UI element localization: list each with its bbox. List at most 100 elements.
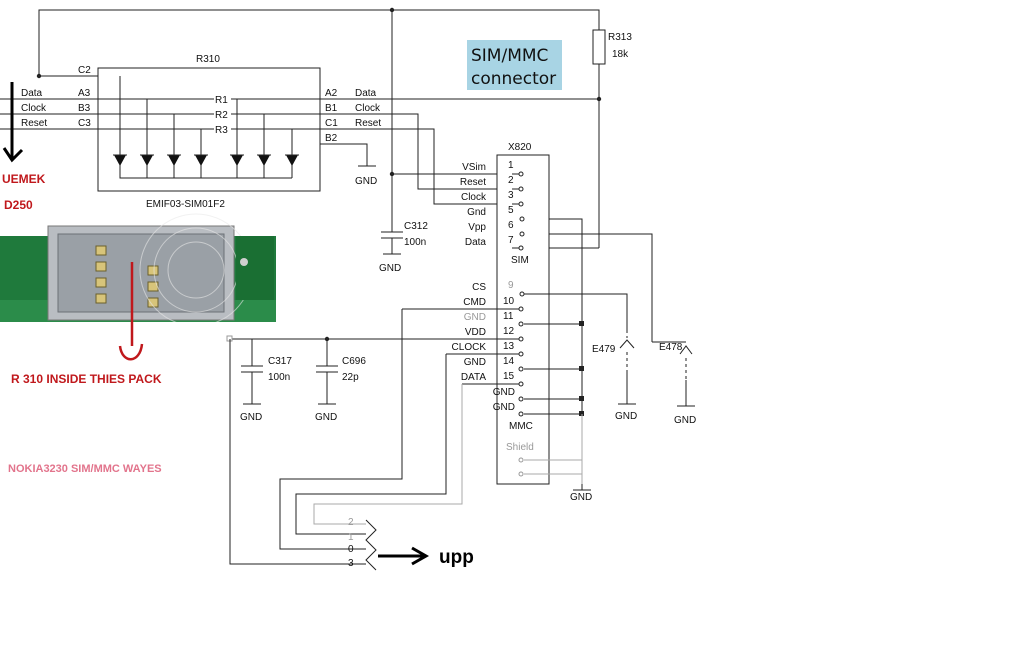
x820-mmc-pin-name: DATA (461, 372, 487, 383)
upp-pin: 3 (348, 558, 354, 569)
r310-pin-b1: B1 (325, 103, 338, 114)
left-signal-data: Data (21, 88, 43, 99)
upp-label: upp (439, 547, 474, 568)
r310-resistor-r1: R1 (215, 95, 228, 106)
right-signal-labels: Data Clock Reset (355, 88, 381, 129)
r313-resistor: R313 18k (592, 29, 632, 65)
x820-sim-pin-name: Data (465, 237, 487, 248)
left-signal-clock: Clock (21, 103, 47, 114)
upp-pin: 2 (348, 517, 354, 528)
x820-sim-pin-name: VSim (462, 162, 486, 173)
left-signal-labels: Data Clock Reset (21, 88, 47, 129)
x820-mmc-pin-name: CMD (463, 297, 486, 308)
e478-label: E478 (659, 342, 683, 353)
x820-sim-pin-name: Reset (460, 177, 486, 188)
r310-pack-arrow (118, 262, 144, 361)
upp-pin: 0 (348, 544, 354, 555)
right-signal-data: Data (355, 88, 377, 99)
x820-mmc-pin-name: VDD (465, 327, 486, 338)
r310-pin-c3: C3 (78, 118, 91, 129)
connector-title-line1: SIM/MMC (471, 46, 548, 66)
x820-sim-pin-num: 5 (508, 205, 514, 216)
x820-mmc-label: MMC (509, 421, 533, 432)
c696-ref: C696 (342, 356, 366, 367)
x820-sim-pin-num: 1 (508, 160, 514, 171)
r313-ref: R313 (608, 32, 632, 43)
r310-pin-a3: A3 (78, 88, 91, 99)
e478-test-point: E478 GND (652, 341, 696, 426)
connector-title-box: SIM/MMC connector (467, 40, 562, 90)
x820-sim-label: SIM (511, 255, 529, 266)
x820-mmc-pin-num: 10 (503, 296, 515, 307)
x820-mmc-pin-name: GND (464, 312, 486, 323)
x820-sim-pin-name: Vpp (468, 222, 486, 233)
x820-mmc-pin-num: 13 (503, 341, 515, 352)
x820-mmc-pin-num: 14 (503, 356, 515, 367)
x820-sim-pin-num: 6 (508, 220, 514, 231)
r313-value: 18k (612, 49, 629, 60)
uemek-label: UEMEK (2, 172, 46, 186)
right-signal-clock: Clock (355, 103, 381, 114)
c696-capacitor: C696 22p GND (315, 339, 366, 423)
connector-title-line2: connector (471, 69, 556, 89)
e478-gnd: GND (674, 415, 696, 426)
x820-sim-pin-name: Clock (461, 192, 487, 203)
d250-label: D250 (4, 198, 33, 212)
x820-sim-pin-num: 7 (508, 235, 514, 246)
sim-wiring (320, 113, 653, 414)
x820-sim-pin-num: 3 (508, 190, 514, 201)
r310-diodes (113, 99, 299, 178)
c317-ref: C317 (268, 356, 292, 367)
x820-sim-pin-name: Gnd (467, 207, 486, 218)
e479-gnd: GND (615, 411, 637, 422)
x820-mmc-pin-name: GND (493, 402, 515, 413)
caption-label: NOKIA3230 SIM/MMC WAYES (8, 463, 162, 475)
x820-mmc-pin-name: CLOCK (452, 342, 487, 353)
r310-pin-a2: A2 (325, 88, 338, 99)
x820-sim-pin-num: 2 (508, 175, 514, 186)
annotations: UEMEK D250 R 310 INSIDE THIES PACK NOKIA… (2, 172, 162, 475)
c312-gnd: GND (379, 263, 401, 274)
mmc-wiring (226, 308, 514, 565)
upp-arrow (378, 546, 430, 566)
x820-mmc-pin-num: 11 (503, 311, 514, 322)
r310-resistor-r3: R3 (215, 125, 228, 136)
c317-capacitor: C317 100n GND (240, 339, 292, 423)
x820-mmc-pin-num: 9 (508, 280, 514, 291)
r310-part: EMIF03-SIM01F2 (146, 199, 225, 210)
r310-chip: R310 EMIF03-SIM01F2 C2 A3 B3 C3 A2 B1 C1… (0, 54, 338, 210)
c312-value: 100n (404, 237, 426, 248)
c317-value: 100n (268, 372, 290, 383)
r310-pin-b3: B3 (78, 103, 91, 114)
c312-capacitor: C312 100n GND (379, 174, 428, 274)
x820-ref: X820 (508, 142, 532, 153)
x820-shield-label: Shield (506, 442, 534, 453)
x820-mmc-pin-name: GND (493, 387, 515, 398)
top-wiring (38, 7, 602, 248)
r310-ref: R310 (196, 54, 220, 65)
c696-value: 22p (342, 372, 359, 383)
x820-connector: X820 SIM MMC Shield VSim 1 Reset 2 Clock… (452, 142, 593, 503)
c312-ref: C312 (404, 221, 428, 232)
x820-shield-gnd: GND (570, 492, 592, 503)
e479-test-point: E479 GND (524, 293, 637, 422)
r310-resistor-r2: R2 (215, 110, 228, 121)
sim-pack-photo (0, 213, 276, 328)
r310-gnd: GND (320, 143, 377, 187)
r310-pin-b2: B2 (325, 133, 338, 144)
left-signal-reset: Reset (21, 118, 47, 129)
uemek-arrow (2, 82, 24, 163)
c317-gnd: GND (240, 412, 262, 423)
r310-pack-label: R 310 INSIDE THIES PACK (11, 372, 162, 386)
x820-pin-leads (512, 171, 525, 477)
e479-label: E479 (592, 344, 616, 355)
x820-mmc-pin-num: 15 (503, 371, 515, 382)
r310-gnd-label: GND (355, 176, 377, 187)
r310-pin-c1: C1 (325, 118, 338, 129)
r310-pin-c2: C2 (78, 65, 91, 76)
c696-gnd: GND (315, 412, 337, 423)
x820-mmc-pin-num: 12 (503, 326, 515, 337)
x820-mmc-pin-name: GND (464, 357, 486, 368)
